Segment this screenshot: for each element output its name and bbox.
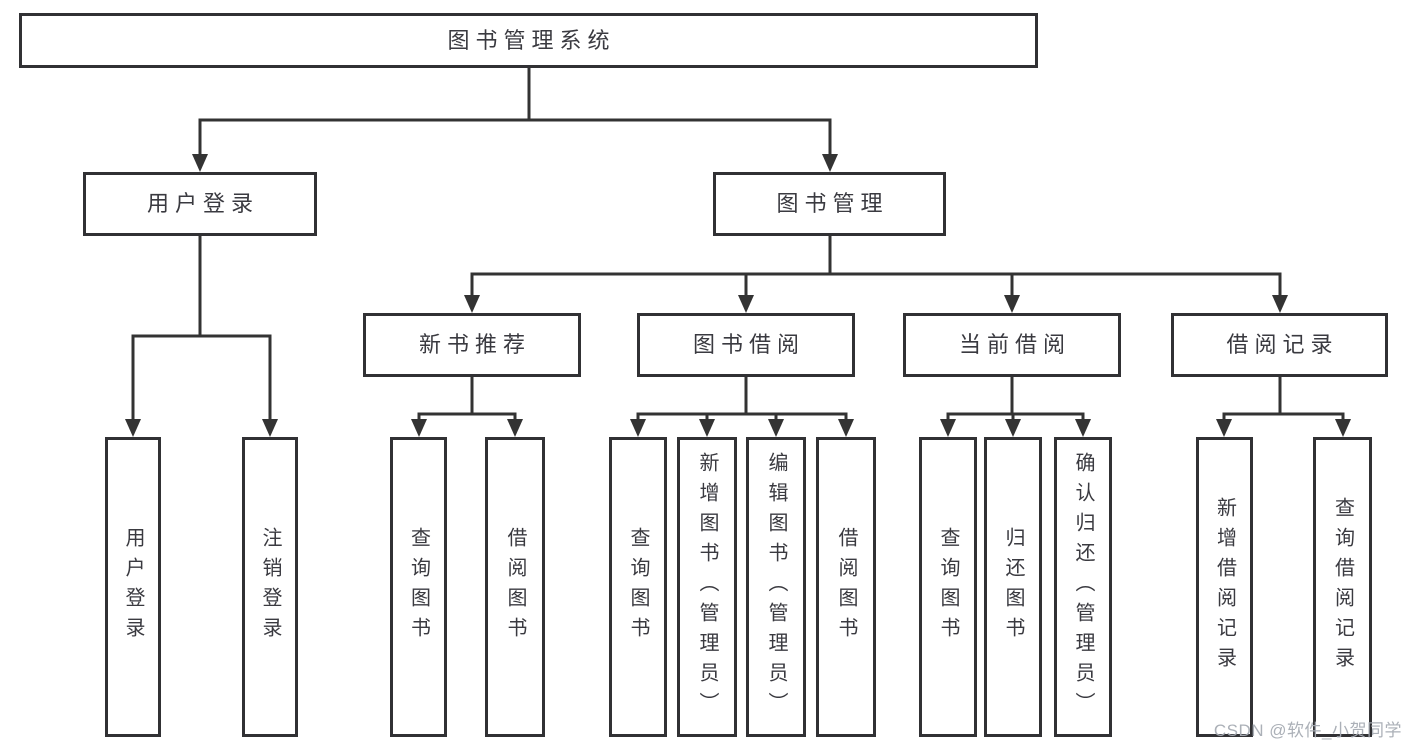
leaf-label: 查询图书	[407, 527, 430, 647]
leaf-label: 查询图书	[627, 527, 649, 647]
node-label: 当前借阅	[958, 332, 1071, 357]
watermark: CSDN @软件_小贺同学	[1213, 721, 1402, 740]
leaf-label: 用户登录	[122, 527, 144, 647]
leaf-label: 新增图书（管理员）	[696, 452, 718, 722]
leaf-edit-book-admin: 编辑图书（管理员）	[746, 437, 806, 737]
node-user-login: 用户登录	[83, 172, 317, 236]
node-book-borrow: 图书借阅	[637, 313, 855, 377]
leaf-add-borrow-record: 新增借阅记录	[1196, 437, 1253, 737]
node-new-book-recommend: 新书推荐	[363, 313, 581, 377]
leaf-return-book: 归还图书	[984, 437, 1042, 737]
leaf-label: 归还图书	[1002, 527, 1024, 647]
node-book-management: 图书管理	[713, 172, 946, 236]
node-label: 新书推荐	[418, 332, 531, 357]
leaf-label: 新增借阅记录	[1213, 497, 1236, 677]
leaf-logout: 注销登录	[242, 437, 298, 737]
node-label: 图书借阅	[692, 332, 805, 357]
node-label: 图书管理	[776, 191, 889, 216]
leaf-add-book-admin: 新增图书（管理员）	[677, 437, 737, 737]
leaf-label: 借阅图书	[835, 527, 857, 647]
leaf-label: 确认归还（管理员）	[1072, 452, 1094, 722]
root-node-label: 图书管理系统	[447, 27, 616, 53]
leaf-label: 注销登录	[259, 527, 281, 647]
node-borrow-records: 借阅记录	[1171, 313, 1388, 377]
leaf-label: 编辑图书（管理员）	[765, 452, 787, 722]
leaf-query-books-borrow: 查询图书	[609, 437, 667, 737]
leaf-label: 查询图书	[937, 527, 959, 647]
node-current-borrow: 当前借阅	[903, 313, 1121, 377]
node-label: 用户登录	[146, 191, 259, 216]
leaf-user-login: 用户登录	[105, 437, 161, 737]
node-label: 借阅记录	[1226, 332, 1339, 357]
leaf-borrow-books-recommend: 借阅图书	[485, 437, 545, 737]
leaf-label: 查询借阅记录	[1331, 497, 1354, 677]
leaf-label: 借阅图书	[504, 527, 526, 647]
leaf-query-books-current: 查询图书	[919, 437, 977, 737]
leaf-query-books-recommend: 查询图书	[390, 437, 447, 737]
leaf-confirm-return-admin: 确认归还（管理员）	[1054, 437, 1112, 737]
root-node: 图书管理系统	[19, 13, 1038, 68]
leaf-borrow-books: 借阅图书	[816, 437, 876, 737]
leaf-query-borrow-record: 查询借阅记录	[1313, 437, 1372, 737]
